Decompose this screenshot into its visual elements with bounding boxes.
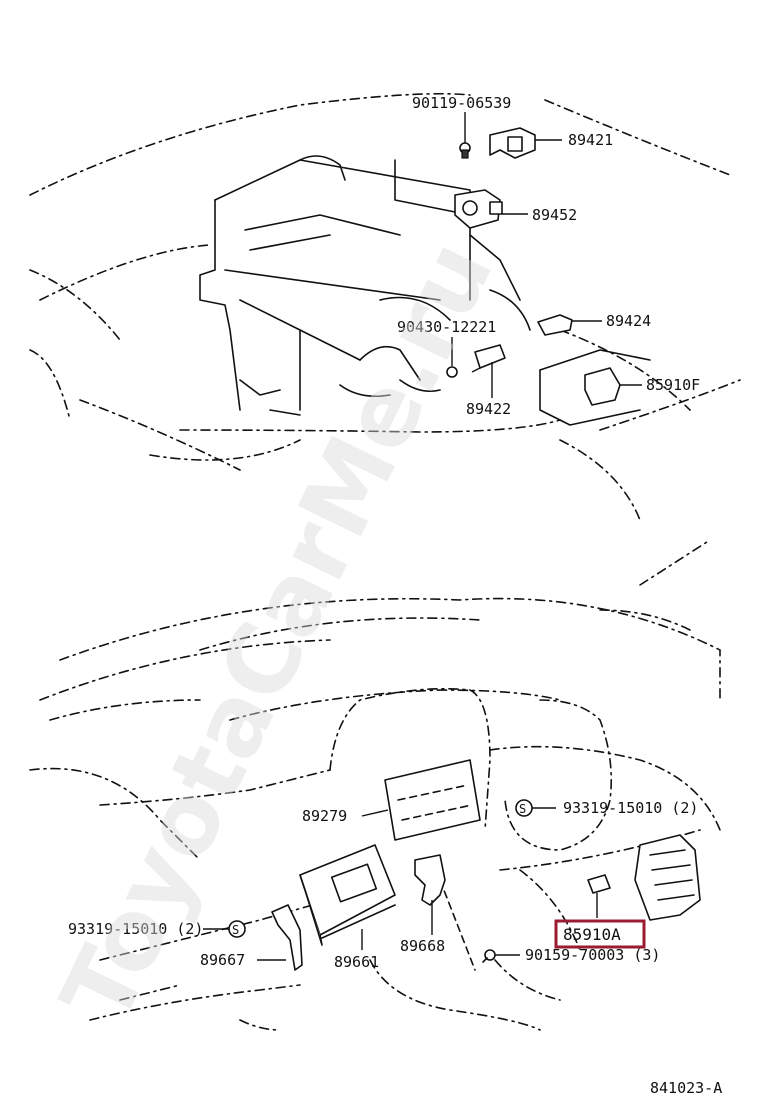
bottom-leader-lines bbox=[203, 807, 598, 961]
dashboard-illustration bbox=[29, 539, 721, 1031]
diagram-code: 841023-A bbox=[650, 1079, 722, 1097]
airbag-sensor-89279 bbox=[384, 759, 481, 841]
sensor-89422 bbox=[471, 344, 506, 373]
label-90119-06539: 90119-06539 bbox=[412, 94, 511, 112]
label-89452: 89452 bbox=[532, 206, 577, 224]
label-89424: 89424 bbox=[606, 312, 651, 330]
washer-90430 bbox=[446, 366, 458, 378]
sensor-89452 bbox=[454, 189, 503, 229]
label-85910A: 85910A bbox=[563, 925, 621, 944]
bracket-89667 bbox=[271, 904, 303, 971]
s-symbol-right: S bbox=[515, 799, 533, 817]
label-89667: 89667 bbox=[200, 951, 245, 969]
label-89661: 89661 bbox=[334, 953, 379, 971]
bracket-89421 bbox=[489, 127, 536, 159]
bolt-90159 bbox=[482, 949, 496, 963]
top-leader-lines bbox=[451, 112, 642, 398]
highlight-box-85910A bbox=[554, 919, 646, 949]
label-89421: 89421 bbox=[568, 131, 613, 149]
relay-85910F bbox=[584, 367, 621, 406]
engine-bay-illustration bbox=[29, 92, 741, 521]
bracket-89668 bbox=[414, 854, 446, 906]
label-90159-70003: 90159-70003 (3) bbox=[525, 946, 660, 964]
label-85910F: 85910F bbox=[646, 376, 700, 394]
label-89668: 89668 bbox=[400, 937, 445, 955]
label-90430-12221: 90430-12221 bbox=[397, 318, 496, 336]
relay-85910A bbox=[587, 874, 611, 894]
label-89422: 89422 bbox=[466, 400, 511, 418]
ecu-89661 bbox=[299, 844, 396, 946]
svg-text:S: S bbox=[232, 923, 239, 937]
junction-block bbox=[634, 834, 701, 921]
s-symbol-left: S bbox=[228, 920, 246, 938]
label-89279: 89279 bbox=[302, 807, 347, 825]
bolt-90119 bbox=[459, 142, 471, 159]
label-93319-15010-left: 93319-15010 (2) bbox=[68, 920, 203, 938]
sensor-89424 bbox=[537, 314, 573, 336]
label-93319-15010-right: 93319-15010 (2) bbox=[563, 799, 698, 817]
svg-text:S: S bbox=[519, 802, 526, 816]
